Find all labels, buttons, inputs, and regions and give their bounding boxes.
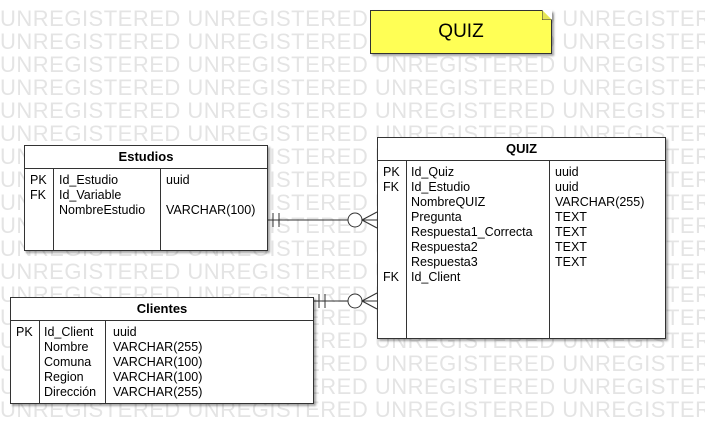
type-column: uuid VARCHAR(255) VARCHAR(100) VARCHAR(1…	[113, 321, 253, 403]
key-cell	[383, 210, 405, 225]
attribute-name: Id_Client	[44, 325, 94, 339]
note-fold-line	[542, 10, 552, 20]
key-cell	[16, 355, 38, 370]
attribute-type: VARCHAR(100)	[166, 203, 256, 217]
key-column-divider	[406, 161, 407, 338]
crows-foot-upper	[361, 292, 378, 302]
watermark-line: UNREGISTERED UNREGISTERED UNREGISTERED U…	[0, 29, 705, 54]
key-cell	[30, 203, 52, 218]
name-column: Id_Estudio Id_Variable NombreEstudio	[59, 169, 159, 250]
type-column: uuid uuid VARCHAR(255) TEXT TEXT TEXT TE…	[555, 161, 661, 338]
key-cell	[383, 225, 405, 240]
attribute-name: Respuesta2	[411, 240, 478, 254]
attribute-name: NombreQUIZ	[411, 195, 486, 209]
key-cell	[383, 195, 405, 210]
key-cell	[383, 240, 405, 255]
key-cell: FK	[383, 180, 399, 194]
attribute-name: Id_Client	[411, 270, 461, 284]
key-column: PK FK	[30, 169, 52, 250]
attribute-name: Id_Estudio	[411, 180, 471, 194]
attribute-type: TEXT	[555, 225, 587, 239]
watermark-line: UNREGISTERED UNREGISTERED UNREGISTERED U…	[0, 75, 705, 100]
attribute-type: VARCHAR(100)	[113, 355, 203, 369]
attribute-name: Id_Variable	[59, 188, 122, 202]
key-cell: FK	[30, 188, 46, 202]
attribute-name: Region	[44, 370, 84, 384]
attribute-type: uuid	[113, 325, 137, 339]
attribute-name: Pregunta	[411, 210, 462, 224]
attribute-name: Respuesta1_Correcta	[411, 225, 533, 239]
attribute-type	[166, 188, 264, 203]
zero-optional-circle	[347, 212, 363, 228]
key-cell: PK	[16, 325, 33, 339]
type-column-divider	[105, 321, 106, 403]
clientes-quiz-relationship[interactable]	[313, 292, 378, 310]
attribute-type: uuid	[555, 180, 579, 194]
attribute-type: VARCHAR(255)	[113, 385, 203, 399]
key-column-divider	[39, 321, 40, 403]
key-cell: FK	[383, 270, 399, 284]
entity-clientes[interactable]: Clientes PK Id_Client Nombre Comuna Regi…	[10, 297, 314, 404]
attribute-name: Dirección	[44, 385, 97, 399]
entity-estudios[interactable]: Estudios PK FK Id_Estudio Id_Variable No…	[24, 145, 268, 251]
crows-foot-lower	[361, 300, 378, 310]
attribute-type: TEXT	[555, 210, 587, 224]
attribute-name: Id_Quiz	[411, 165, 455, 179]
attribute-name: Respuesta3	[411, 255, 478, 269]
entity-title: Clientes	[11, 298, 313, 321]
attribute-type: VARCHAR(100)	[113, 370, 203, 384]
entity-quiz[interactable]: QUIZ PK FK FK Id_Quiz Id_Estudio NombreQ…	[377, 137, 666, 339]
attribute-type: TEXT	[555, 240, 587, 254]
entity-title: QUIZ	[378, 138, 665, 161]
key-cell	[16, 340, 38, 355]
watermark-line: UNREGISTERED UNREGISTERED UNREGISTERED U…	[0, 6, 705, 31]
attribute-type: VARCHAR(255)	[113, 340, 203, 354]
attribute-type: TEXT	[555, 255, 587, 269]
name-column: Id_Quiz Id_Estudio NombreQUIZ Pregunta R…	[411, 161, 547, 338]
attribute-name: Comuna	[44, 355, 92, 369]
crows-foot-lower	[361, 219, 378, 229]
attribute-name: Nombre	[44, 340, 89, 354]
key-cell	[16, 385, 38, 400]
attribute-name: Id_Estudio	[59, 173, 119, 187]
watermark-line: UNREGISTERED UNREGISTERED UNREGISTERED U…	[0, 98, 705, 123]
type-column-divider	[160, 169, 161, 250]
key-cell	[16, 370, 38, 385]
zero-optional-circle	[347, 293, 363, 309]
key-column: PK	[16, 321, 38, 403]
attribute-type	[555, 270, 661, 285]
key-cell: PK	[30, 173, 47, 187]
key-cell: PK	[383, 165, 400, 179]
watermark-line: UNREGISTERED UNREGISTERED UNREGISTERED U…	[0, 52, 705, 77]
type-column-divider	[549, 161, 550, 338]
type-column: uuid VARCHAR(100)	[166, 169, 264, 250]
key-cell	[383, 255, 405, 270]
attribute-type: uuid	[555, 165, 579, 179]
key-column-divider	[53, 169, 54, 250]
crows-foot-upper	[361, 211, 378, 221]
note-label: QUIZ	[438, 21, 484, 42]
quiz-note[interactable]: QUIZ	[370, 10, 552, 54]
name-column: Id_Client Nombre Comuna Region Dirección	[44, 321, 104, 403]
entity-title: Estudios	[25, 146, 267, 169]
attribute-type: uuid	[166, 173, 190, 187]
key-column: PK FK FK	[383, 161, 405, 338]
attribute-type: VARCHAR(255)	[555, 195, 645, 209]
attribute-name: NombreEstudio	[59, 203, 146, 217]
estudios-quiz-relationship[interactable]	[267, 211, 378, 229]
